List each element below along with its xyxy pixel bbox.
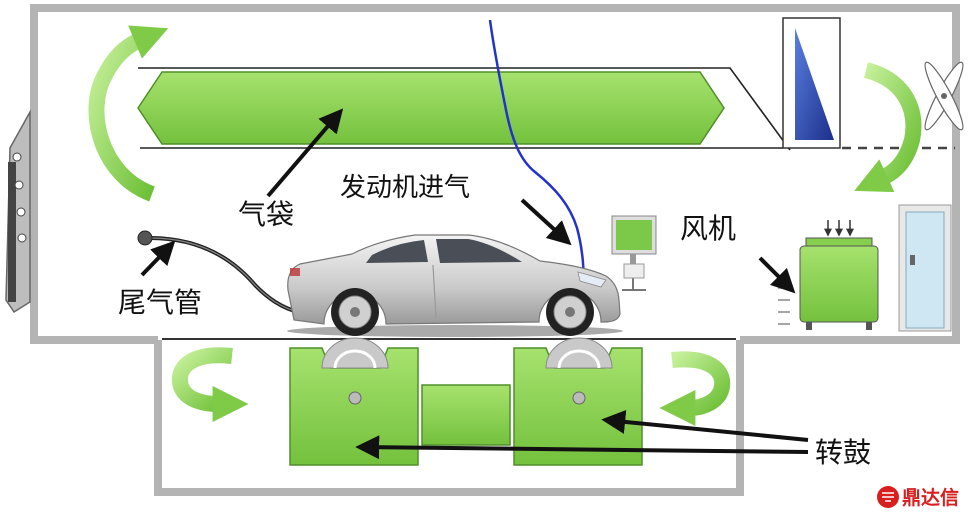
car-rear-window: [366, 240, 428, 263]
blower-airflow-dashes: [778, 287, 790, 325]
pit-arrow-left: [171, 347, 249, 422]
door: [898, 204, 952, 332]
dynamometer-unit-front: [513, 337, 643, 466]
airbag: [137, 71, 725, 145]
circulation-arrow-right: [854, 62, 922, 193]
pointer-blower: [758, 256, 796, 294]
airbag-duct-top-line: [138, 67, 791, 151]
label-exhaust-pipe: 尾气管: [118, 286, 202, 319]
blower-unit: [799, 237, 879, 330]
car-front-wheel: [546, 288, 594, 336]
monitor-icon: [611, 215, 657, 291]
label-dynamometer: 转鼓: [815, 436, 871, 469]
label-airbag: 气袋: [238, 198, 294, 231]
car-front-window: [436, 239, 522, 263]
exhaust-hose: [137, 230, 299, 314]
car-headlight: [577, 271, 607, 288]
pit-arrow-right: [659, 351, 731, 426]
dynamometer-center-box: [421, 384, 511, 446]
blower-intake-arrows: [824, 220, 854, 237]
pit-wall: [154, 340, 744, 496]
pointer-engine-intake: [520, 198, 572, 246]
pointer-airbag: [266, 108, 344, 198]
chamber-wall: [30, 4, 960, 344]
damper-box: [782, 17, 841, 149]
watermark-text: 鼎达信: [902, 486, 959, 509]
circulation-arrow-left: [88, 25, 169, 202]
fan-icon: [924, 61, 964, 131]
pointer-dynamometer-rear: [355, 435, 809, 460]
label-blower: 风机: [680, 212, 736, 245]
car-rear-wheel: [331, 288, 379, 336]
car-door-line: [432, 264, 437, 319]
hinge-bracket: [5, 109, 31, 314]
watermark: 鼎达信: [877, 486, 959, 509]
car-taillight: [290, 268, 300, 276]
car: [287, 234, 623, 337]
label-engine-intake: 发动机进气: [340, 173, 470, 203]
pointer-dynamometer-front: [601, 409, 809, 442]
engine-intake-line: [488, 19, 586, 293]
dynamometer-unit-rear: [289, 337, 419, 466]
pointer-exhaust-pipe: [140, 240, 176, 277]
